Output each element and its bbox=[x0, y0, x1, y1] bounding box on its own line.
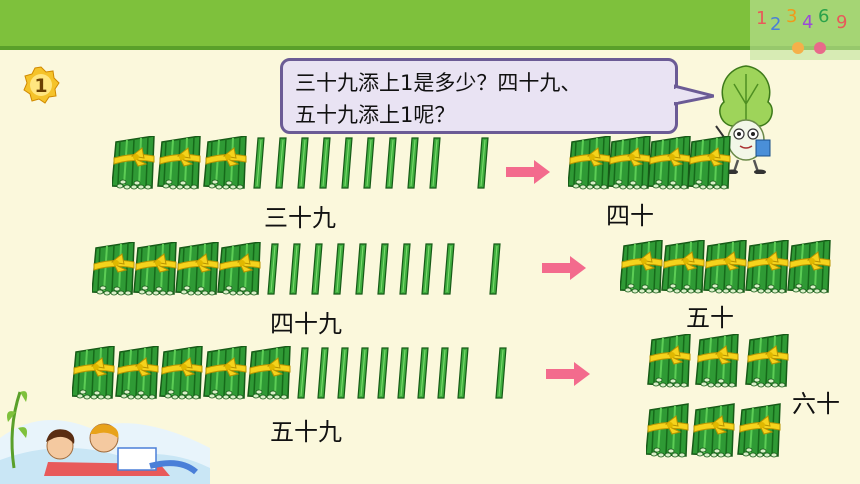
single-stick-icon bbox=[341, 137, 353, 189]
single-stick-icon bbox=[319, 137, 331, 189]
single-stick-icon bbox=[317, 347, 329, 399]
stick-bundle-icon bbox=[703, 240, 747, 294]
single-stick-icon bbox=[377, 243, 389, 295]
row-3-result bbox=[646, 334, 789, 458]
vegetable-teacher-icon bbox=[715, 65, 773, 174]
stick-bundle-icon bbox=[607, 136, 651, 190]
svg-text:3: 3 bbox=[786, 6, 797, 27]
single-stick-icon bbox=[495, 347, 507, 399]
speech-line-2: 五十九添上1呢？ bbox=[295, 103, 456, 127]
single-stick-icon bbox=[399, 243, 411, 295]
single-stick-icon bbox=[477, 137, 489, 189]
stick-bundle-icon bbox=[691, 403, 735, 458]
stick-bundle-icon bbox=[787, 240, 831, 294]
svg-text:9: 9 bbox=[836, 12, 847, 33]
stick-bundle-icon bbox=[175, 242, 219, 296]
stick-bundle-icon bbox=[92, 242, 135, 296]
single-stick-icon bbox=[417, 347, 429, 399]
svg-text:1: 1 bbox=[756, 8, 767, 29]
stick-bundle-icon bbox=[745, 240, 789, 294]
single-stick-icon bbox=[357, 347, 369, 399]
single-stick-icon bbox=[363, 137, 375, 189]
single-stick-icon bbox=[429, 137, 441, 189]
number-decoration-icon: 1 2 3 4 6 9 bbox=[750, 0, 860, 60]
stick-bundle-icon bbox=[157, 136, 201, 190]
stick-bundle-icon bbox=[112, 136, 155, 190]
stick-bundle-icon bbox=[568, 136, 611, 190]
svg-text:4: 4 bbox=[802, 12, 813, 33]
row-2-result bbox=[620, 240, 831, 294]
single-stick-icon bbox=[337, 347, 349, 399]
single-stick-icon bbox=[297, 347, 309, 399]
single-stick-icon bbox=[421, 243, 433, 295]
stick-bundle-icon bbox=[647, 136, 691, 190]
right-arrow-icon bbox=[506, 160, 550, 184]
row-3-label: 五十九 bbox=[270, 418, 342, 446]
svg-text:2: 2 bbox=[770, 14, 781, 35]
stick-bundle-icon bbox=[203, 136, 247, 190]
row-2-result-label: 五十 bbox=[686, 304, 734, 332]
row-1-label: 三十九 bbox=[264, 204, 336, 232]
top-banner-stripe bbox=[0, 46, 860, 50]
single-stick-icon bbox=[489, 243, 501, 295]
single-stick-icon bbox=[407, 137, 419, 189]
stick-bundle-icon bbox=[647, 334, 691, 388]
speech-bubble-tail bbox=[674, 84, 714, 106]
stick-bundle-icon bbox=[620, 240, 663, 294]
stick-bundle-icon bbox=[133, 242, 177, 296]
row-1-sticks bbox=[112, 136, 489, 190]
number-badge-icon: 1 bbox=[23, 66, 60, 104]
row-1-result-label: 四十 bbox=[606, 202, 654, 230]
single-stick-icon bbox=[289, 243, 301, 295]
stick-bundle-icon bbox=[687, 136, 731, 190]
stick-bundle-icon bbox=[737, 403, 781, 458]
stick-bundle-icon bbox=[217, 242, 261, 296]
svg-text:6: 6 bbox=[818, 6, 829, 27]
children-reading-icon bbox=[0, 391, 210, 484]
single-stick-icon bbox=[333, 243, 345, 295]
right-arrow-icon bbox=[546, 362, 590, 386]
stick-bundle-icon bbox=[745, 334, 789, 388]
row-1-result bbox=[568, 136, 731, 190]
single-stick-icon bbox=[297, 137, 309, 189]
right-arrow-icon bbox=[542, 256, 586, 280]
row-3-result-label: 六十 bbox=[792, 390, 840, 418]
stick-bundle-icon bbox=[695, 334, 739, 388]
row-2-label: 四十九 bbox=[270, 310, 342, 338]
single-stick-icon bbox=[443, 243, 455, 295]
stick-bundle-icon bbox=[247, 346, 291, 400]
row-2-sticks bbox=[92, 242, 501, 296]
stick-bundle-icon bbox=[203, 346, 247, 400]
single-stick-icon bbox=[397, 347, 409, 399]
top-banner bbox=[0, 0, 860, 46]
single-stick-icon bbox=[355, 243, 367, 295]
stick-bundle-icon bbox=[661, 240, 705, 294]
speech-line-1: 三十九添上1是多少？四十九、 bbox=[295, 71, 582, 95]
problem-number: 1 bbox=[34, 75, 47, 97]
stick-bundle-icon bbox=[646, 403, 689, 458]
single-stick-icon bbox=[377, 347, 389, 399]
single-stick-icon bbox=[311, 243, 323, 295]
single-stick-icon bbox=[275, 137, 287, 189]
single-stick-icon bbox=[457, 347, 469, 399]
speech-bubble: 三十九添上1是多少？四十九、 五十九添上1呢？ bbox=[280, 58, 678, 134]
single-stick-icon bbox=[253, 137, 265, 189]
single-stick-icon bbox=[385, 137, 397, 189]
single-stick-icon bbox=[437, 347, 449, 399]
single-stick-icon bbox=[267, 243, 279, 295]
